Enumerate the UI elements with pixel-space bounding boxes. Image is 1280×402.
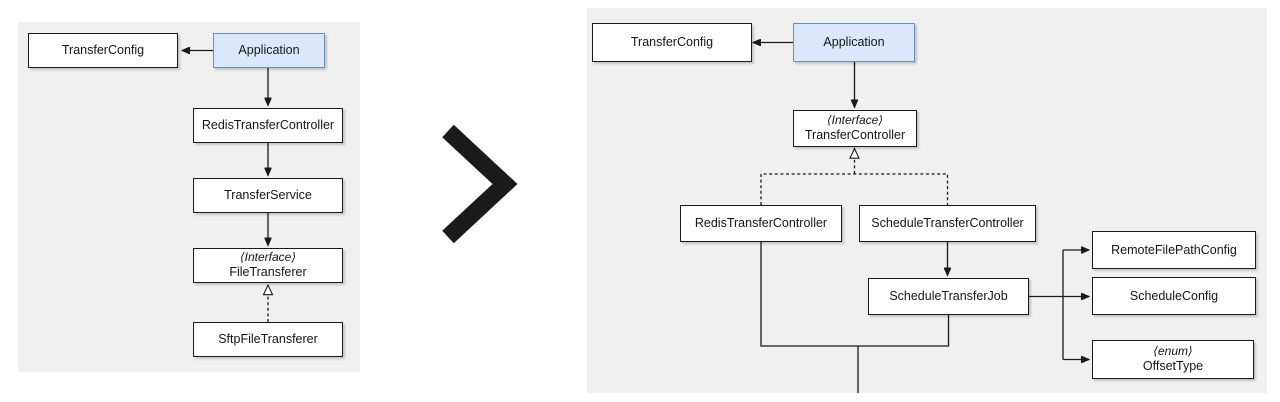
node-transfer-config: TransferConfig [28, 33, 178, 68]
node-schedule-transfer-job: ScheduleTransferJob [868, 278, 1029, 315]
node-offset-type: ⟨enum⟩ OffsetType [1092, 340, 1254, 379]
node-label: SftpFileTransferer [218, 332, 318, 347]
transform-chevron-icon [442, 124, 518, 244]
node-label: OffsetType [1142, 359, 1204, 374]
node-transfer-config: TransferConfig [592, 23, 752, 62]
node-transfer-service: TransferService [193, 178, 343, 213]
node-remote-file-path-config: RemoteFilePathConfig [1092, 231, 1256, 269]
node-label: RedisTransferController [694, 216, 828, 231]
node-label: ScheduleTransferJob [889, 289, 1008, 304]
node-label: TransferService [224, 188, 312, 203]
node-schedule-transfer-controller: ScheduleTransferController [859, 205, 1036, 242]
node-label: FileTransferer [229, 265, 307, 280]
node-label: Application [238, 43, 300, 58]
node-label: TransferController [804, 128, 906, 143]
node-sftp-file-transferer: SftpFileTransferer [193, 322, 343, 357]
diagram-after-panel: TransferConfig Application ⟨Interface⟩ T… [587, 8, 1267, 393]
node-redis-transfer-controller: RedisTransferController [680, 205, 842, 242]
node-schedule-config: ScheduleConfig [1092, 277, 1256, 315]
node-stereotype: ⟨Interface⟩ [239, 250, 297, 265]
node-stereotype: ⟨enum⟩ [1153, 344, 1193, 359]
node-file-transferer: ⟨Interface⟩ FileTransferer [193, 248, 343, 283]
node-label: RedisTransferController [201, 118, 335, 133]
node-label: TransferConfig [630, 35, 714, 50]
node-application: Application [213, 33, 325, 68]
node-redis-transfer-controller: RedisTransferController [193, 108, 343, 143]
node-label: TransferConfig [61, 43, 145, 58]
node-application: Application [793, 23, 915, 62]
edge-job-fanout-spine [1029, 250, 1064, 360]
node-label: RemoteFilePathConfig [1111, 242, 1237, 257]
node-transfer-controller: ⟨Interface⟩ TransferController [793, 110, 917, 147]
edge-realization-branch-controllers [760, 173, 949, 205]
after-edges [587, 8, 1267, 393]
diagram-before-panel: TransferConfig Application RedisTransfer… [18, 22, 360, 372]
node-label: ScheduleConfig [1129, 288, 1219, 303]
node-label: Application [823, 35, 885, 50]
before-edges [18, 22, 274, 322]
node-label: ScheduleTransferController [871, 216, 1024, 231]
node-stereotype: ⟨Interface⟩ [826, 113, 884, 128]
edge-bottom-merge [760, 242, 950, 347]
